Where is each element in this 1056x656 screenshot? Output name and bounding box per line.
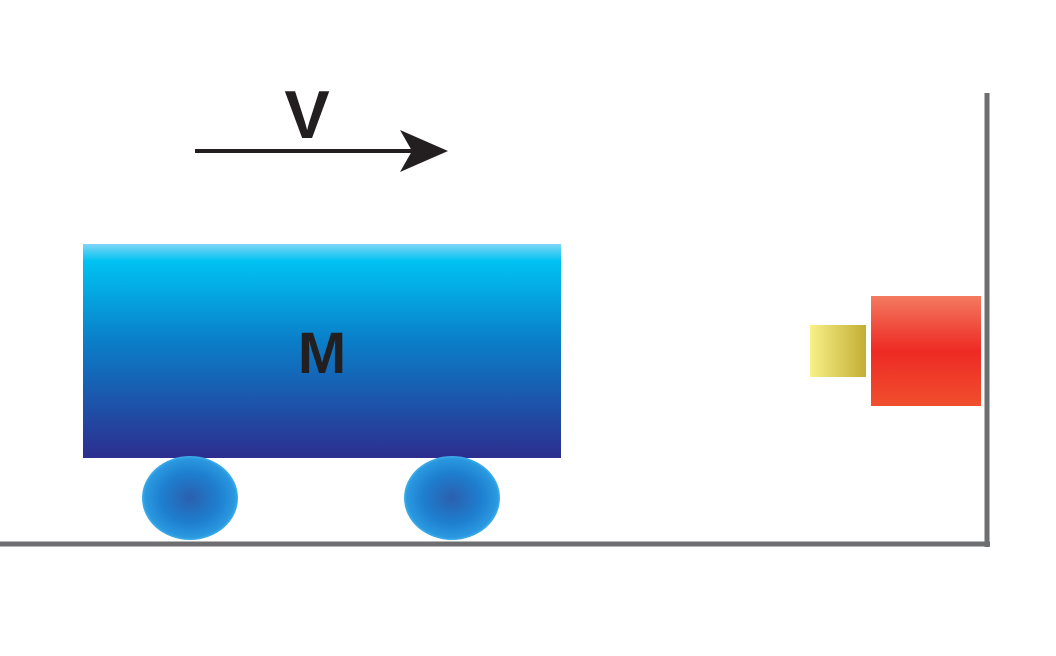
velocity-label: V [284, 77, 329, 153]
velocity-arrow [195, 130, 448, 172]
red-block [871, 296, 981, 406]
mass-label: M [298, 321, 346, 386]
spring-buffer [810, 325, 866, 377]
right-wheel [404, 456, 500, 540]
left-wheel [142, 456, 238, 540]
cart-body [83, 244, 561, 458]
